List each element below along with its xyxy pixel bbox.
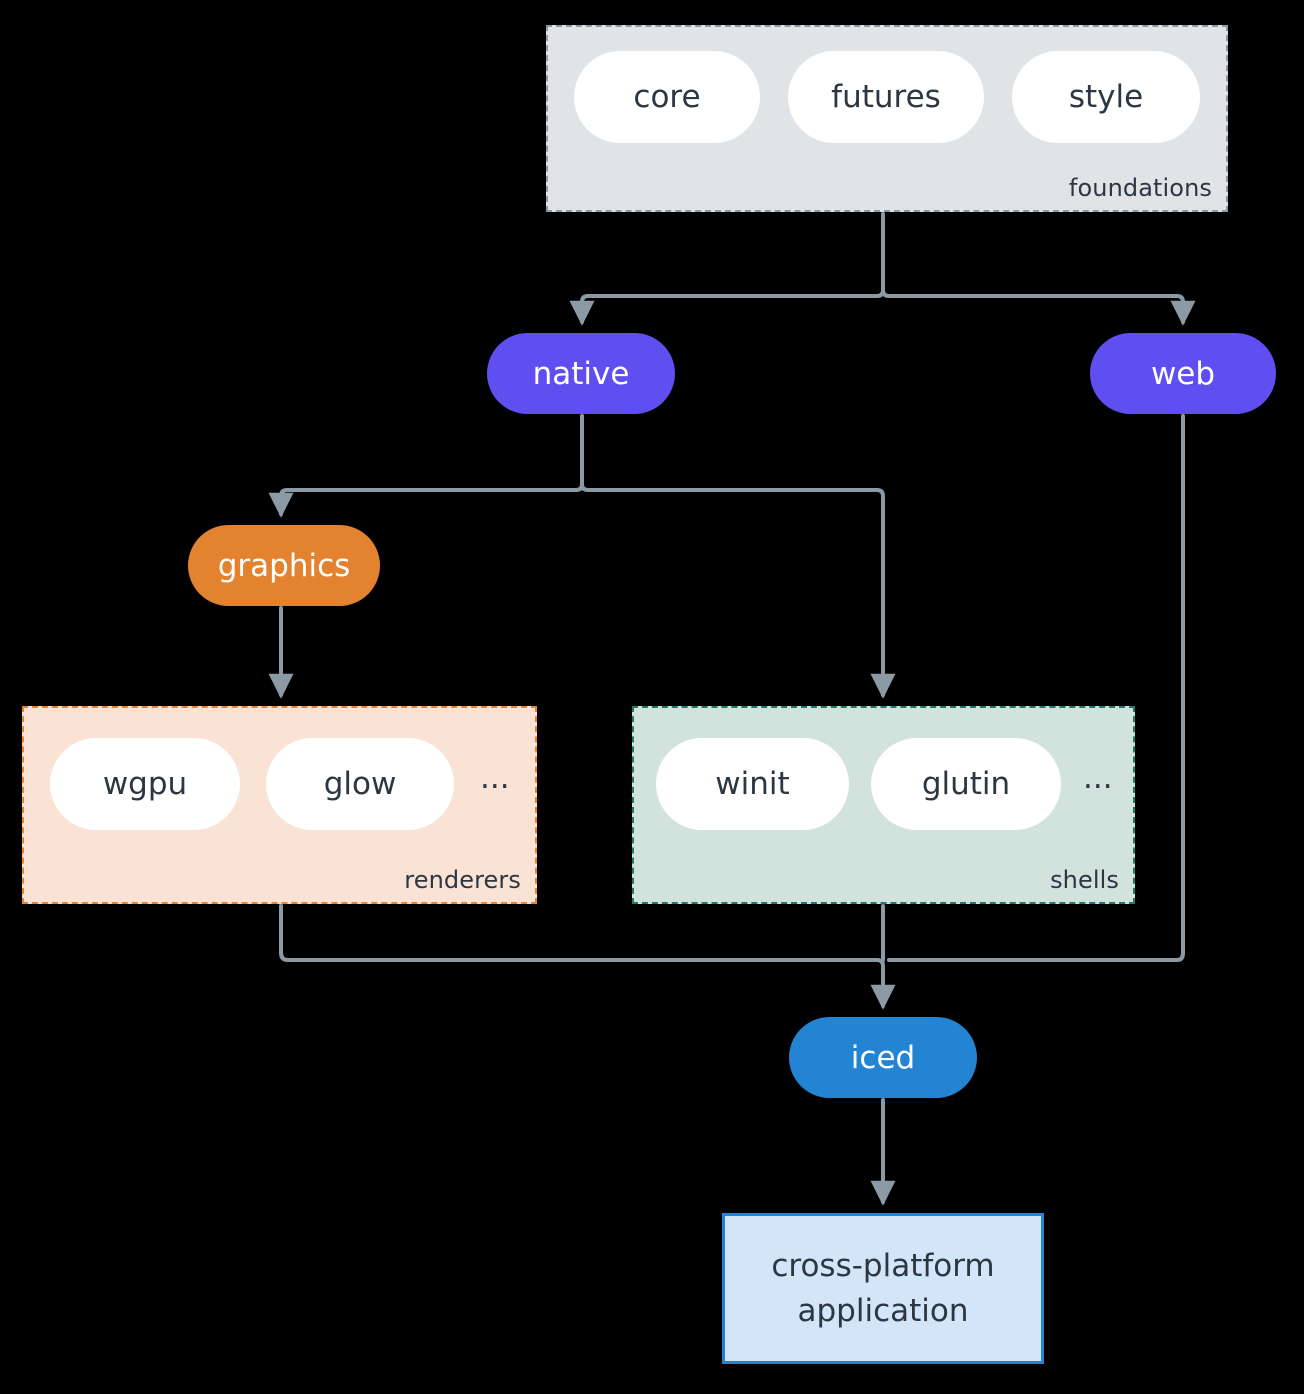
application-line-2: application <box>797 1292 969 1329</box>
renderers-members: wgpu glow ... <box>50 738 510 830</box>
edge-native-shells <box>580 482 896 699</box>
node-core[interactable]: core <box>574 51 760 143</box>
application-line-1: cross-platform <box>771 1248 995 1285</box>
group-shells: winit glutin ... shells <box>632 706 1135 904</box>
edge-renderers-iced <box>279 904 896 1010</box>
shells-members: winit glutin ... <box>656 738 1113 830</box>
node-cross-platform-application[interactable]: cross-platform application <box>722 1213 1044 1364</box>
group-label-renderers: renderers <box>404 866 521 894</box>
group-label-foundations: foundations <box>1068 174 1212 202</box>
foundations-members: core futures style <box>574 51 1200 143</box>
group-label-shells: shells <box>1050 866 1119 894</box>
node-style[interactable]: style <box>1012 51 1200 143</box>
edge-foundations-native <box>569 212 885 326</box>
node-futures[interactable]: futures <box>788 51 984 143</box>
group-renderers: wgpu glow ... renderers <box>22 706 537 904</box>
shells-ellipsis: ... <box>1083 759 1113 796</box>
group-foundations: core futures style foundations <box>546 25 1228 212</box>
node-winit[interactable]: winit <box>656 738 849 830</box>
node-glow[interactable]: glow <box>266 738 454 830</box>
edge-foundations-web <box>881 288 1196 326</box>
node-web[interactable]: web <box>1090 333 1276 414</box>
edge-native-graphics <box>268 414 584 518</box>
node-iced[interactable]: iced <box>789 1017 977 1098</box>
node-graphics[interactable]: graphics <box>188 525 380 606</box>
node-glutin[interactable]: glutin <box>871 738 1061 830</box>
renderers-ellipsis: ... <box>480 759 510 796</box>
node-native[interactable]: native <box>487 333 675 414</box>
node-wgpu[interactable]: wgpu <box>50 738 240 830</box>
